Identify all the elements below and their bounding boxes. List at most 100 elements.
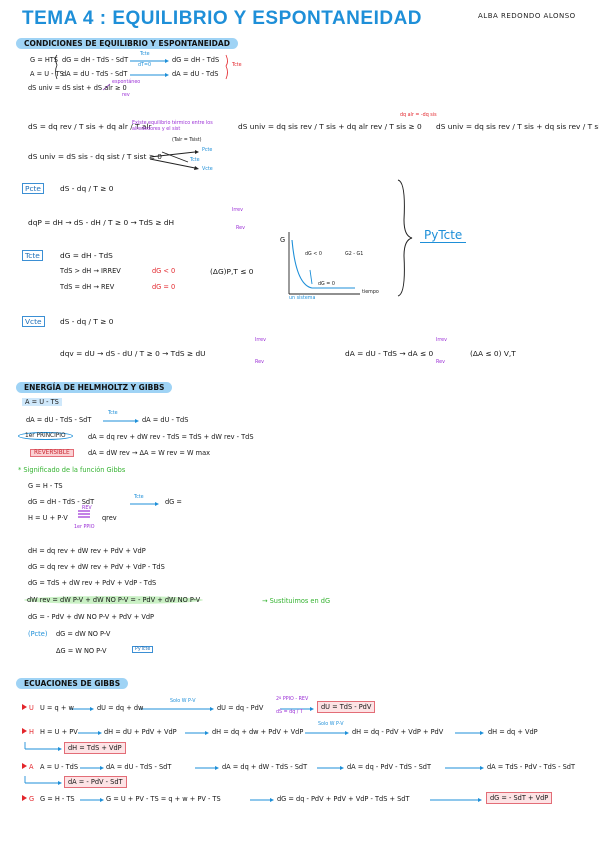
gibbs-h-solo: Solo W P-V [318, 722, 344, 727]
energy-tcte: Tcte [108, 411, 118, 416]
suniv-equation: dS univ = dS sist + dS alr ≥ 0 [28, 84, 127, 92]
g-definition: G = HTS [30, 56, 58, 64]
gibbs-h-s1: dH = dU + PdV + VdP [104, 728, 177, 736]
section-conditions: CONDICIONES DE EQUILIBRIO Y ESPONTANEIDA… [16, 38, 238, 49]
pcte-label-energy: (Pcte) [28, 630, 48, 638]
ds-equation: dS = dq rev / T sis + dq alr / T alr [28, 122, 152, 131]
qrev-label: qrev [102, 514, 117, 522]
energy-dh: dH = dq rev + dW rev + PdV + VdP [28, 547, 146, 555]
rev-label: REV [82, 506, 92, 511]
energy-a-def: A = U - TS [22, 398, 62, 406]
energy-da-tcte: dA = dU - TdS [142, 416, 189, 424]
tcte-label: Tcte [140, 52, 150, 57]
branch-tcte: Tcte [190, 158, 200, 163]
author-name: ALBA REDONDO ALONSO [478, 12, 576, 20]
gibbs-u-row: U [22, 704, 34, 712]
gibbs-u-solo: Solo W P-V [170, 699, 196, 704]
vcte-rev: Rev [255, 360, 264, 365]
gibbs-u-def: U = q + w [40, 704, 74, 712]
graph-unsistema: un sistema [289, 296, 316, 301]
equilibrium-note: Existe equilibrio térmico entre los alre… [132, 121, 213, 132]
dg-equation: dG = dH - TdS - SdT [62, 56, 129, 64]
vcte-da-rev: Rev [436, 360, 445, 365]
graph-xlabel: tiempo [362, 290, 379, 295]
vcte-da-result: (ΔA ≤ 0) V,T [470, 349, 516, 358]
gibbs-g-result: dG = - SdT + VdP [486, 792, 553, 804]
dg-tcte-equation: dG = dH - TdS [172, 56, 220, 64]
pytcte-box: PyTcte [132, 646, 154, 653]
graph-ylabel: G [280, 236, 286, 244]
energy-dg-tcte: dG = [165, 498, 182, 506]
gibbs-g-s2: dG = dq - PdV + PdV + VdP - TdS + SdT [277, 795, 410, 803]
gibbs-a-s3: dA = dq - PdV - TdS - SdT [347, 763, 431, 771]
vcte-da-irrev: Irrev [436, 338, 447, 343]
pcte-tag: Pcte [22, 183, 44, 194]
dq-swap-note: dq alr = -dq sis [400, 113, 437, 118]
gibbs-h-s2: dH = dq + dw + PdV + VdP [212, 728, 304, 736]
energy-dg-b: dG = TdS + dW rev + PdV + VdP - TdS [28, 579, 157, 587]
vcte-irrev: Irrev [255, 338, 266, 343]
pcte-chain: dqP = dH → dS - dH / T ≥ 0 → TdS ≥ dH [28, 218, 175, 227]
energy-ag: ΔG = W NO P-V [56, 647, 107, 655]
temperature-note: (Talr = Tsist) [172, 138, 202, 143]
tcte-brace-label: Tcte [232, 63, 242, 68]
energy-h-def: H = U + P·V [28, 514, 68, 522]
tcte-rev-result: dG = 0 [152, 283, 176, 291]
tcte-irrev-line: TdS > dH → IRREV [60, 267, 121, 275]
gibbs-g-s1: G = U + PV - TS = q + w + PV - TS [106, 795, 221, 803]
espontaneo-note: espontáneo [112, 80, 141, 85]
energy-dg-c: dG = - PdV + dW NO P-V + PdV + VdP [28, 613, 155, 621]
gibbs-a-row: A [22, 763, 34, 771]
vcte-inequality: dS - dq / T ≥ 0 [60, 317, 114, 326]
tcte-irrev-result: dG < 0 [152, 267, 176, 275]
gibbs-a-def: A = U - TdS [40, 763, 79, 771]
pcte-dg-energy: dG = dW NO P-V [56, 630, 111, 638]
energy-dg-a: dG = dq rev + dW rev + PdV + VdP - TdS [28, 563, 165, 571]
rev-note: rev [122, 93, 130, 98]
gibbs-g-row: G [22, 795, 34, 803]
gibbs-h-row: H [22, 728, 34, 736]
vcte-chain: dqv = dU → dS - dU / T ≥ 0 → TdS ≥ dU [60, 349, 206, 358]
energy-da-full: dA = dU - TdS - SdT [26, 416, 92, 424]
pytcte-label: PyTcte [420, 228, 467, 243]
gibbs-a-s4: dA = TdS - PdV - TdS - SdT [487, 763, 575, 771]
principio-oval: 1er PRINCIPIO [18, 432, 73, 440]
gibbs-a-s2: dA = dq + dW - TdS - SdT [222, 763, 308, 771]
gibbs-h-s4: dH = dq + VdP [488, 728, 538, 736]
graph-dg-zero: dG = 0 [318, 282, 335, 287]
pcte-inequality: dS - dq / T ≥ 0 [60, 184, 114, 193]
section-gibbs: ECUACIONES DE GIBBS [16, 678, 129, 689]
pcte-rev: Rev [236, 226, 245, 231]
dsuniv-right: dS univ = dq sis rev / T sis + dq sis re… [436, 122, 599, 131]
a-definition: A = U - TS [30, 70, 64, 78]
energy-dg-tcte-label: Tcte [134, 495, 144, 500]
reversible-tag: REVERSIBLE [30, 449, 74, 457]
gibbs-u-step: dU = dq + dw [97, 704, 144, 712]
gibbs-u-result: dU = TdS - PdV [317, 701, 376, 713]
gibbs-h-s3: dH = dq - PdV + VdP + PdV [352, 728, 444, 736]
vcte-da-chain: dA = dU - TdS → dA ≤ 0 [345, 349, 434, 358]
gibbs-u-2p: 2º PPIO - REV [276, 697, 309, 702]
principio-small: 1er PPIO [74, 525, 95, 530]
dt0-label: dT=0 [138, 63, 152, 68]
gibbs-meaning: * Significado de la función Gibbs [18, 466, 126, 474]
gibbs-a-s1: dA = dU - TdS - SdT [106, 763, 172, 771]
section-energy: ENERGÍA DE HELMHOLTZ Y GIBBS [16, 382, 173, 393]
tcte-dg: dG = dH - TdS [60, 251, 113, 260]
gibbs-h-def: H = U + PV [40, 728, 78, 736]
tcte-tag: Tcte [22, 250, 43, 261]
tcte-ag: (ΔG)P,T ≤ 0 [210, 267, 254, 276]
da-tcte-equation: dA = dU - TdS [172, 70, 219, 78]
dsuniv-middle: dS univ = dq sis rev / T sis + dq alr re… [238, 122, 422, 131]
branch-pcte: Pcte [202, 148, 213, 153]
page-title: TEMA 4 : EQUILIBRIO Y ESPONTANEIDAD [22, 8, 423, 29]
energy-dw: dW rev = dW P-V + dW NO P-V = - PdV + dW… [24, 596, 204, 604]
tcte-rev-line: TdS = dH → REV [60, 283, 115, 291]
branch-vcte: Vcte [202, 167, 213, 172]
dsuniv-line3: dS univ = dS sis - dq sist / T sist ≥ 0 [28, 152, 162, 161]
graph-g2g1: G2 - G1 [345, 252, 364, 257]
gibbs-u-mid: dU = dq - PdV [217, 704, 264, 712]
sustituimos-note: → Sustituimos en dG [262, 597, 331, 605]
gibbs-g-def: G = H - TS [40, 795, 75, 803]
